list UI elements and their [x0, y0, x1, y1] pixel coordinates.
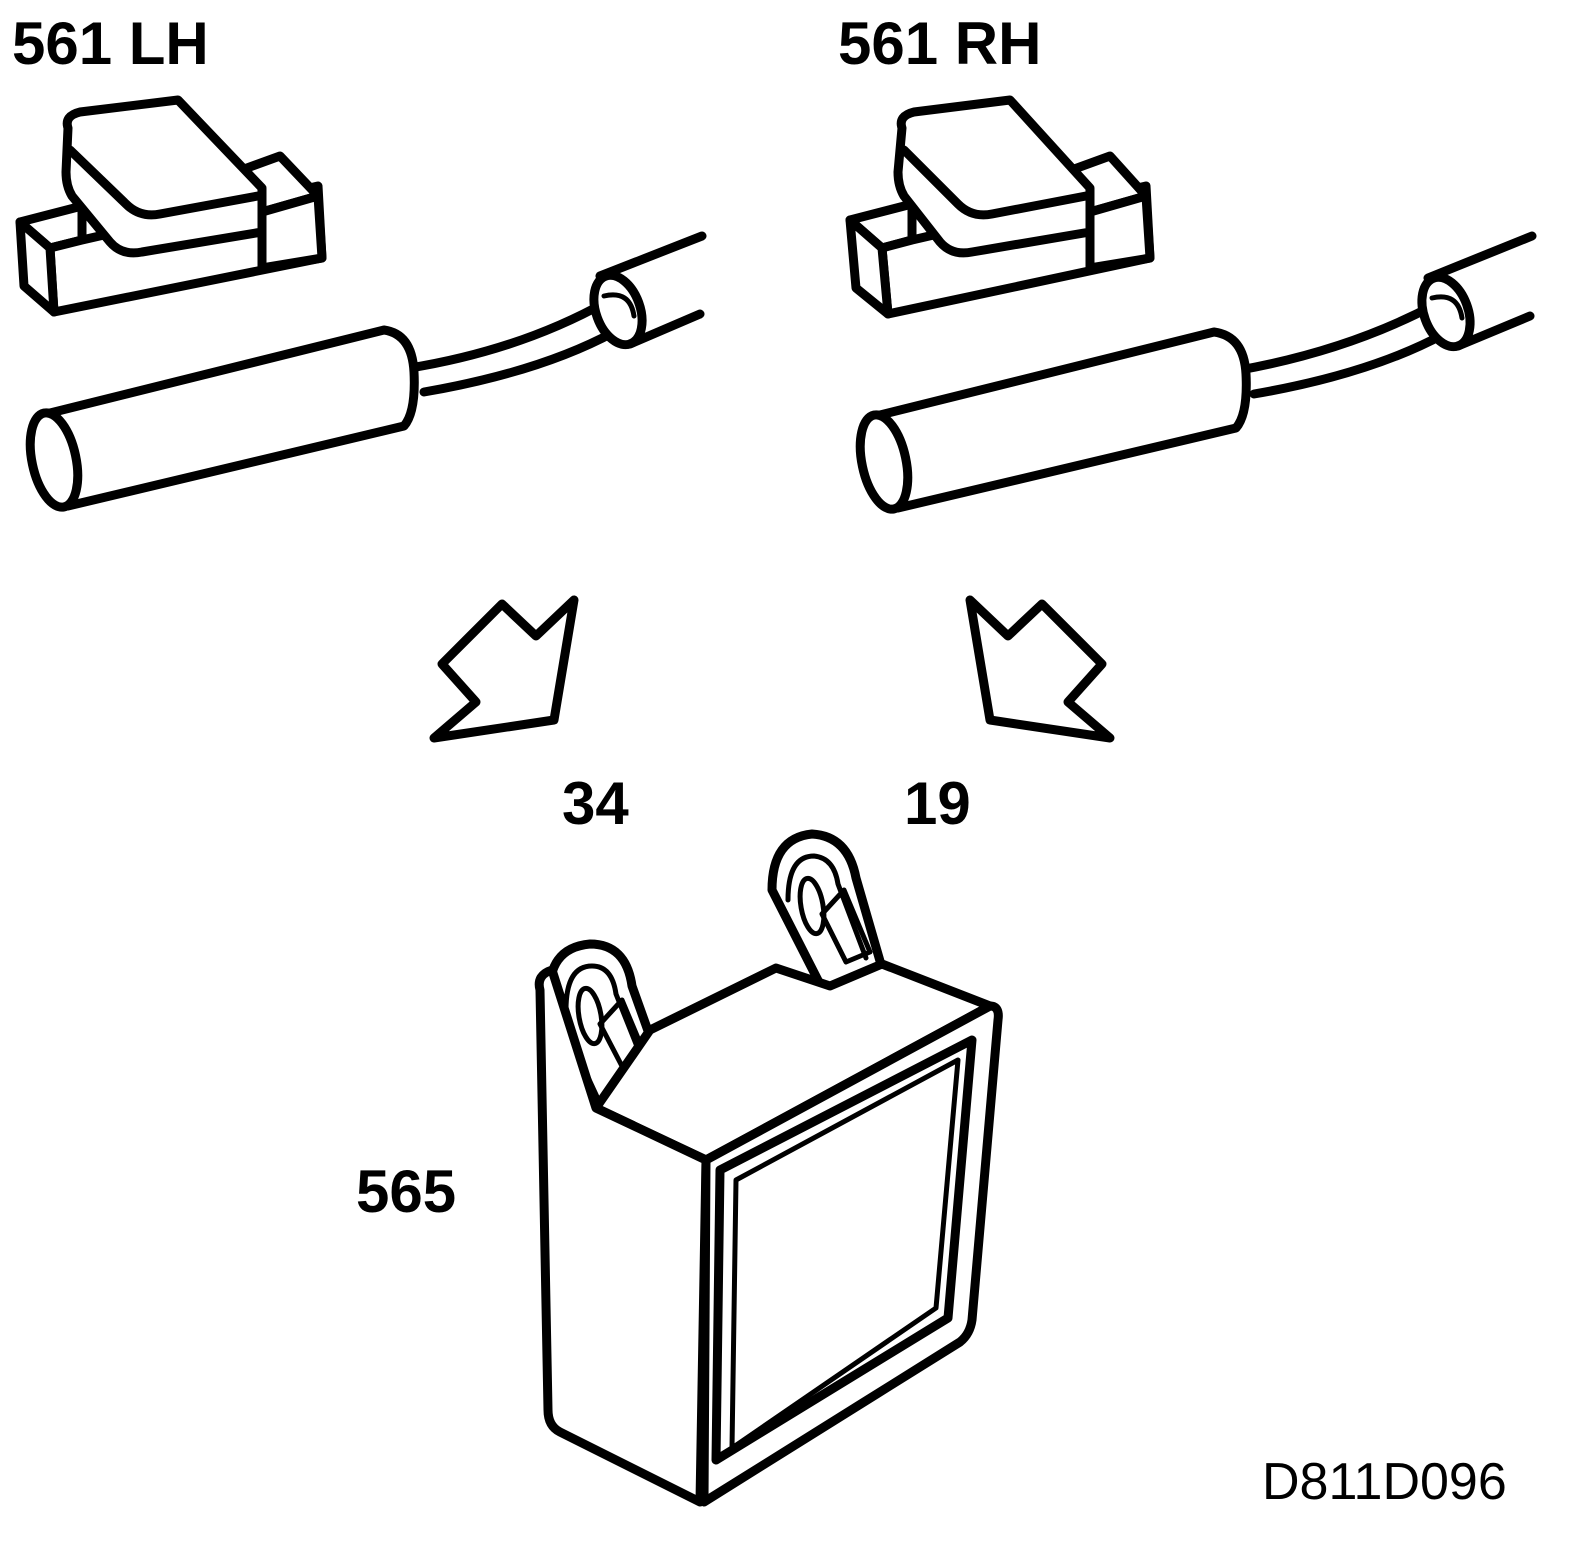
sensor-left-probe-icon — [25, 231, 707, 512]
sensor-right-label: 561 RH — [838, 10, 1042, 77]
module-icon — [534, 829, 1003, 1507]
sensor-right-probe-icon — [855, 231, 1537, 514]
arrow-right-icon — [965, 595, 1115, 743]
wire-right-label: 19 — [904, 770, 971, 837]
module-label: 565 — [356, 1158, 457, 1225]
sensor-left-label: 561 LH — [12, 10, 209, 77]
figure-code: D811D096 — [1262, 1453, 1507, 1511]
arrow-left-icon — [429, 595, 579, 743]
sensor-right-connector-icon — [845, 95, 1155, 319]
wire-left-label: 34 — [562, 770, 629, 837]
sensor-left-connector-icon — [15, 95, 327, 317]
